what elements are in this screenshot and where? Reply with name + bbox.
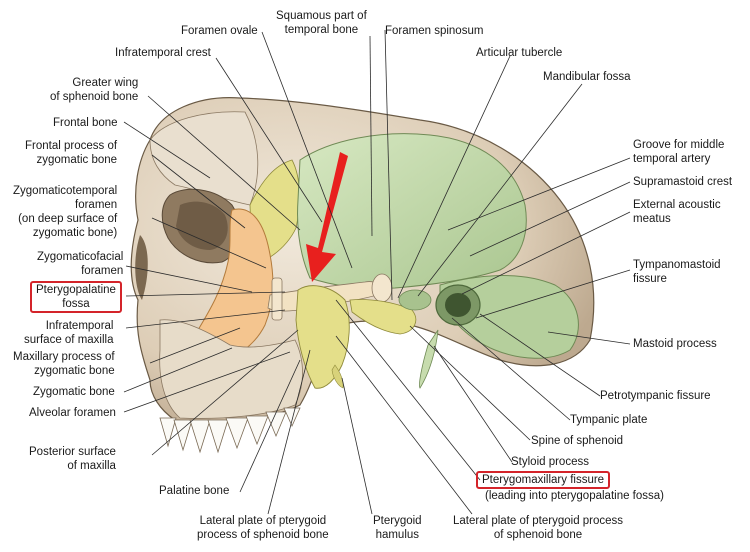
label-greater-wing: Greater wing of sphenoid bone — [50, 77, 139, 103]
pointer-arrow — [306, 152, 348, 282]
leader-lines — [123, 29, 631, 515]
label-alveolar-foramen: Alveolar foramen — [29, 407, 116, 419]
label-frontal-bone: Frontal bone — [53, 117, 118, 129]
label-foramen-spinosum: Foramen spinosum — [385, 25, 484, 37]
label-tympanic-plate: Tympanic plate — [570, 414, 648, 426]
label-posterior-surface: Posterior surface of maxilla — [29, 446, 116, 472]
label-frontal-process: Frontal process of zygomatic bone — [25, 140, 118, 166]
sphenoid-spine-shape — [349, 299, 417, 335]
label-pterygomaxillary-fissure: Pterygomaxillary fissure — [476, 471, 611, 489]
pterygoid-hamulus-shape — [331, 364, 344, 389]
label-squamous-part: Squamous part of temporal bone — [276, 10, 367, 36]
pterygoid-process-shape — [295, 285, 350, 389]
teeth-row — [159, 407, 301, 454]
label-infratemporal-surface: Infratemporal surface of maxilla — [24, 320, 114, 346]
label-zygomaticotemporal: Zygomaticotemporal foramen (on deep surf… — [13, 185, 118, 239]
arch-cut-left — [271, 277, 283, 321]
arch-cut-right — [371, 273, 393, 303]
label-pterygoid-hamulus: Pterygoid hamulus — [373, 515, 422, 541]
label-mandibular-fossa: Mandibular fossa — [543, 71, 631, 83]
label-styloid-process: Styloid process — [511, 456, 589, 468]
mandibular-fossa — [398, 289, 432, 311]
label-tympanomastoid: Tympanomastoid fissure — [633, 259, 721, 285]
orbit-inner — [176, 201, 228, 250]
label-petrotympanic: Petrotympanic fissure — [600, 390, 711, 402]
label-infratemporal-crest: Infratemporal crest — [115, 47, 211, 59]
nasal-aperture — [135, 235, 148, 300]
label-palatine-bone: Palatine bone — [159, 485, 230, 497]
label-pterygomaxillary-note: (leading into pterygopalatine fossa) — [485, 490, 665, 502]
label-articular-tubercle: Articular tubercle — [476, 47, 563, 59]
frontal-bone-shape — [149, 111, 259, 206]
label-maxillary-process: Maxillary process of zygomatic bone — [13, 351, 115, 377]
styloid-process-shape — [419, 329, 439, 389]
label-external-acoustic: External acoustic meatus — [633, 199, 721, 225]
label-zygomaticofacial: Zygomaticofacial foramen — [37, 251, 124, 277]
label-pterygopalatine-fossa: Pterygopalatine fossa — [30, 281, 122, 313]
label-spine-sphenoid: Spine of sphenoid — [531, 435, 624, 447]
acoustic-meatus-inner — [445, 293, 471, 317]
label-groove-middle-temporal: Groove for middle temporal artery — [633, 139, 725, 165]
label-zygomatic-bone: Zygomatic bone — [33, 386, 115, 398]
label-foramen-ovale: Foramen ovale — [181, 25, 258, 37]
label-supramastoid-crest: Supramastoid crest — [633, 176, 733, 188]
label-lateral-plate-2: Lateral plate of pterygoid process of sp… — [453, 515, 624, 541]
label-mastoid-process: Mastoid process — [633, 338, 717, 350]
temporal-squama-shape — [297, 133, 527, 289]
label-lateral-plate-1: Lateral plate of pterygoid process of sp… — [197, 515, 329, 541]
